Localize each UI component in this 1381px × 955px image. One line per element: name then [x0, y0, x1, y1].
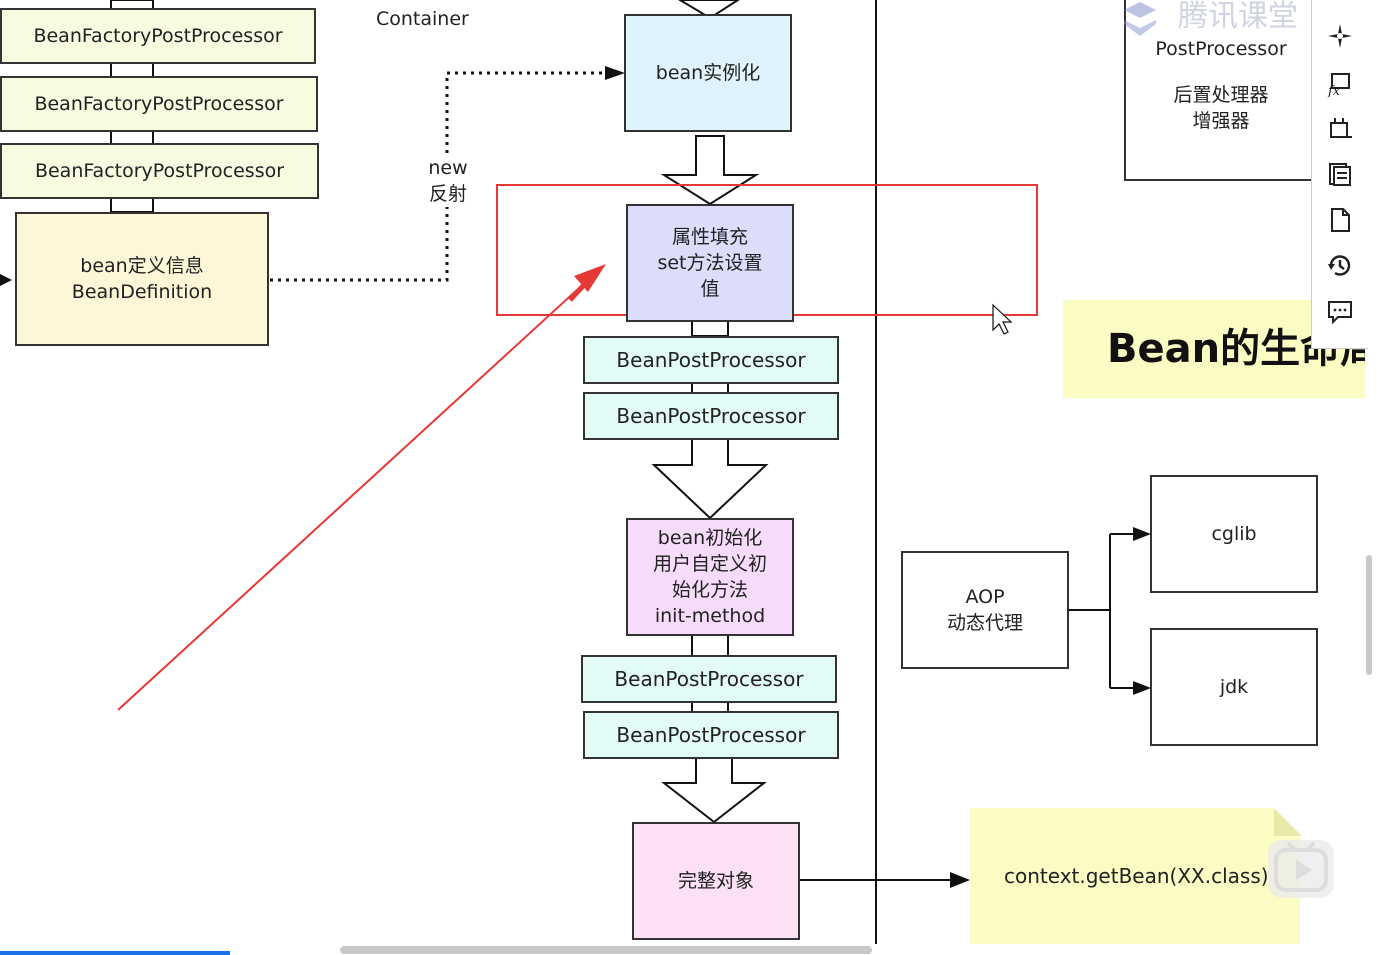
jdk-box[interactable]: jdk: [1150, 628, 1318, 746]
getbean-arrowhead: [950, 872, 970, 888]
formula-icon[interactable]: fx: [1324, 68, 1356, 100]
populate-label-2: set方法设置: [657, 252, 763, 274]
right-toolbar: fx: [1311, 0, 1368, 349]
bpp-box-1[interactable]: BeanPostProcessor: [583, 336, 839, 384]
cglib-box[interactable]: cglib: [1150, 475, 1318, 593]
watermark-text: 腾讯课堂: [1178, 0, 1298, 34]
aop-to-cglib-arrowhead: [1133, 527, 1151, 541]
cglib-label: cglib: [1211, 523, 1257, 545]
container-label: Container: [376, 8, 469, 30]
complete-object-box[interactable]: 完整对象: [632, 822, 800, 940]
watermark-logo-icon: [1124, 2, 1156, 36]
init-label-1: bean初始化: [657, 527, 763, 549]
connector-populate-bpp: [691, 319, 729, 337]
init-label-3: 始化方法: [671, 579, 748, 601]
reflect-label: new 反射: [418, 155, 478, 207]
bpp-box-3[interactable]: BeanPostProcessor: [581, 655, 837, 703]
reflect-label-new: new: [428, 157, 468, 179]
populate-box[interactable]: 属性填充 set方法设置 值: [626, 204, 794, 322]
pages-icon[interactable]: [1324, 158, 1356, 190]
jdk-label: jdk: [1219, 676, 1249, 698]
aop-label: AOP: [965, 586, 1005, 608]
bfpp-label-3: BeanFactoryPostProcessor: [34, 160, 285, 182]
instantiate-box[interactable]: bean实例化: [624, 14, 792, 132]
bpp-label-4: BeanPostProcessor: [616, 723, 806, 747]
bfpp-label-1: BeanFactoryPostProcessor: [33, 25, 283, 47]
reflect-arrowhead: [605, 66, 625, 80]
red-annotation-arrow-line: [117, 277, 591, 711]
bpp-box-2[interactable]: BeanPostProcessor: [583, 392, 839, 440]
bfpp-label-2: BeanFactoryPostProcessor: [34, 93, 284, 115]
bpp-label-2: BeanPostProcessor: [616, 404, 806, 428]
top-hollow-arrow: [678, 0, 740, 20]
crop-icon[interactable]: [1324, 114, 1356, 146]
bpp-label-3: BeanPostProcessor: [614, 667, 804, 691]
bfpp-box-1[interactable]: BeanFactoryPostProcessor: [0, 8, 316, 64]
init-label-4: init-method: [654, 605, 766, 627]
init-label-2: 用户自定义初: [652, 553, 767, 575]
bean-definition-label-en: BeanDefinition: [71, 281, 213, 303]
init-box[interactable]: bean初始化 用户自定义初 始化方法 init-method: [626, 518, 794, 636]
post-processor-cn-2: 增强器: [1192, 110, 1250, 132]
instantiate-label: bean实例化: [655, 62, 761, 84]
populate-label-3: 值: [700, 278, 720, 300]
post-processor-cn-1: 后置处理器: [1173, 84, 1269, 106]
bpp-box-4[interactable]: BeanPostProcessor: [583, 711, 839, 759]
post-processor-box[interactable]: PostProcessor 后置处理器 增强器: [1124, 0, 1318, 181]
getbean-note[interactable]: context.getBean(XX.class): [970, 808, 1300, 944]
vertical-scrollbar[interactable]: [1366, 555, 1372, 675]
aop-to-jdk-arrowhead: [1133, 681, 1151, 695]
getbean-label: context.getBean(XX.class): [1004, 864, 1269, 888]
horizontal-scrollbar[interactable]: [340, 946, 872, 954]
post-processor-label: PostProcessor: [1155, 38, 1287, 60]
bpp-label-1: BeanPostProcessor: [616, 348, 806, 372]
compass-icon[interactable]: [1324, 20, 1356, 52]
history-icon[interactable]: [1324, 250, 1356, 282]
complete-object-label: 完整对象: [677, 870, 754, 892]
bfpp-box-2[interactable]: BeanFactoryPostProcessor: [0, 76, 318, 132]
populate-label-1: 属性填充: [671, 226, 748, 248]
hollow-arrow-3: [661, 756, 767, 824]
svg-text:fx: fx: [1327, 84, 1341, 97]
bean-definition-label-cn: bean定义信息: [80, 255, 204, 277]
hollow-arrow-2: [651, 437, 769, 520]
left-edge-arrow: [0, 274, 12, 286]
bean-definition-box[interactable]: bean定义信息 BeanDefinition: [15, 212, 269, 346]
connector-init-bpp: [691, 633, 729, 657]
comment-icon[interactable]: [1324, 296, 1356, 328]
reflect-label-cn: 反射: [428, 183, 467, 205]
mouse-cursor-icon: [992, 303, 1013, 335]
hollow-arrow-1: [660, 135, 760, 206]
red-annotation-arrow-thick: [568, 268, 600, 302]
aop-label-cn: 动态代理: [946, 612, 1023, 634]
note-fold-corner: [1274, 808, 1302, 836]
aop-box[interactable]: AOP 动态代理: [901, 551, 1069, 669]
bfpp-box-3[interactable]: BeanFactoryPostProcessor: [0, 143, 319, 199]
page-icon[interactable]: [1324, 204, 1356, 236]
video-progress-bar[interactable]: [0, 951, 230, 955]
video-player-icon[interactable]: [1268, 840, 1334, 898]
